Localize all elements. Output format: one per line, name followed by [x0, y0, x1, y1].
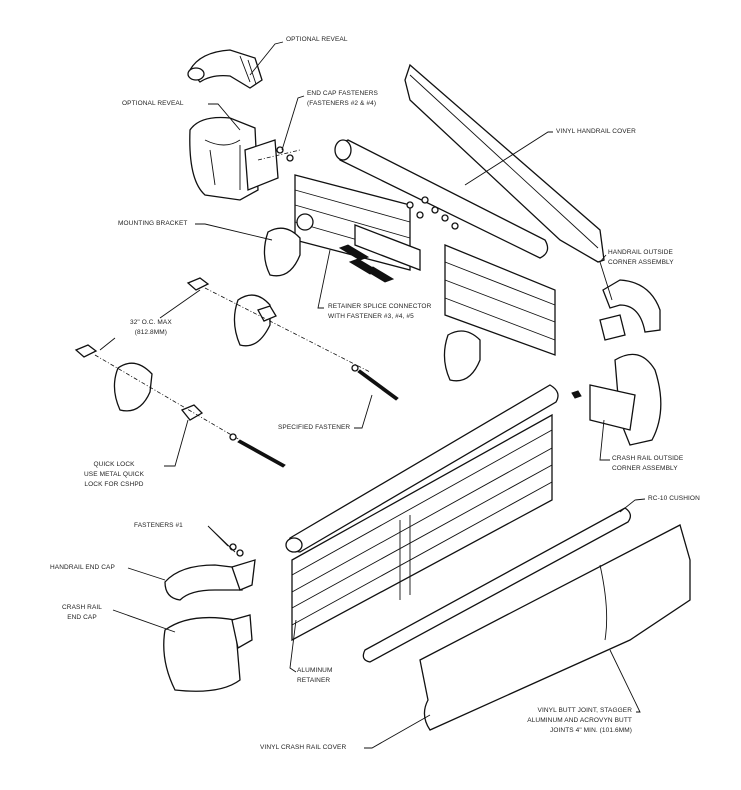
label-line: LOCK FOR CSHPD — [84, 481, 144, 488]
label-line: RETAINER — [297, 677, 331, 684]
handrail-tube-upper — [334, 139, 549, 259]
label-line: ALUMINUM AND ACROVYN BUTT — [527, 717, 632, 724]
optional-reveal-corner-part — [187, 49, 263, 89]
label-spacing: 32" O.C. MAX (812.8mm) — [130, 318, 172, 338]
label-line: QUICK LOCK — [93, 461, 135, 468]
label-line: (FASTENERS #2 & #4) — [307, 100, 377, 107]
label-optional-reveal-top: OPTIONAL REVEAL — [286, 36, 348, 43]
retainer-splice-connector-part — [338, 196, 459, 283]
label-handrail-outside-corner: HANDRAIL OUTSIDE CORNER ASSEMBLY — [608, 248, 674, 268]
crash-rail-end-cap-with-reveal — [189, 116, 279, 201]
label-specified-fastener: SPECIFIED FASTENER — [278, 424, 351, 431]
label-line: ALUMINUM — [297, 667, 333, 674]
vinyl-handrail-cover-part — [404, 63, 605, 263]
label-line: CRASH RAIL OUTSIDE — [612, 455, 684, 462]
fasteners-1-parts — [229, 543, 244, 557]
label-crash-rail-end-cap: CRASH RAIL END CAP — [62, 603, 102, 623]
label-line: 32" O.C. MAX — [130, 319, 172, 326]
label-line: VINYL BUTT JOINT, STAGGER — [537, 707, 632, 714]
label-end-cap-fasteners: END CAP FASTENERS (FASTENERS #2 & #4) — [307, 89, 378, 109]
handrail-outside-corner-part — [599, 279, 661, 341]
aluminum-retainer-lower — [291, 413, 553, 642]
label-mounting-bracket: MOUNTING BRACKET — [118, 220, 188, 227]
label-line: END CAP — [67, 614, 97, 621]
label-quick-lock: QUICK LOCK USE METAL QUICK LOCK FOR CSHP… — [84, 460, 144, 490]
crash-rail-outside-corner-part — [571, 353, 662, 446]
label-line: RETAINER SPLICE CONNECTOR — [328, 303, 432, 310]
rc10-cushion-part — [362, 507, 632, 663]
label-line: WITH FASTENER #3, #4, #5 — [328, 313, 414, 320]
label-retainer-splice-connector: RETAINER SPLICE CONNECTOR WITH FASTENER … — [328, 302, 431, 322]
aluminum-retainer-upper-right — [444, 244, 556, 356]
label-line: CORNER ASSEMBLY — [608, 259, 674, 266]
specified-fasteners — [94, 287, 399, 468]
label-crash-rail-outside-corner: CRASH RAIL OUTSIDE CORNER ASSEMBLY — [612, 454, 683, 474]
quick-lock-parts — [74, 277, 277, 421]
label-vinyl-handrail-cover: VINYL HANDRAIL COVER — [556, 128, 636, 135]
label-line: HANDRAIL OUTSIDE — [608, 249, 673, 256]
handrail-end-cap-part — [164, 559, 256, 601]
vinyl-crash-rail-cover-part — [419, 524, 691, 731]
label-line: CRASH RAIL — [62, 604, 103, 611]
label-line: (812.8mm) — [134, 329, 168, 336]
label-handrail-end-cap: HANDRAIL END CAP — [50, 564, 115, 571]
label-line: USE METAL QUICK — [84, 471, 145, 478]
label-fasteners-1: FASTENERS #1 — [134, 522, 183, 529]
leader-lines — [99, 41, 646, 749]
end-cap-fasteners — [257, 146, 301, 162]
label-aluminum-retainer: ALUMINUM RETAINER — [297, 666, 332, 686]
label-line: END CAP FASTENERS — [307, 90, 378, 97]
label-rc10-cushion: RC-10 CUSHION — [648, 495, 700, 502]
handrail-tube-lower — [285, 384, 559, 553]
label-vinyl-butt-joint: VINYL BUTT JOINT, STAGGER ALUMINUM AND A… — [510, 706, 632, 736]
crash-rail-end-cap-part — [163, 614, 253, 692]
label-vinyl-crash-rail-cover: VINYL CRASH RAIL COVER — [260, 744, 347, 751]
mounting-bracket-parts — [113, 227, 481, 412]
label-line: CORNER ASSEMBLY — [612, 465, 678, 472]
label-optional-reveal-left: OPTIONAL REVEAL — [122, 100, 184, 107]
label-line: JOINTS 4" MIN. (101.6MM) — [550, 727, 632, 734]
